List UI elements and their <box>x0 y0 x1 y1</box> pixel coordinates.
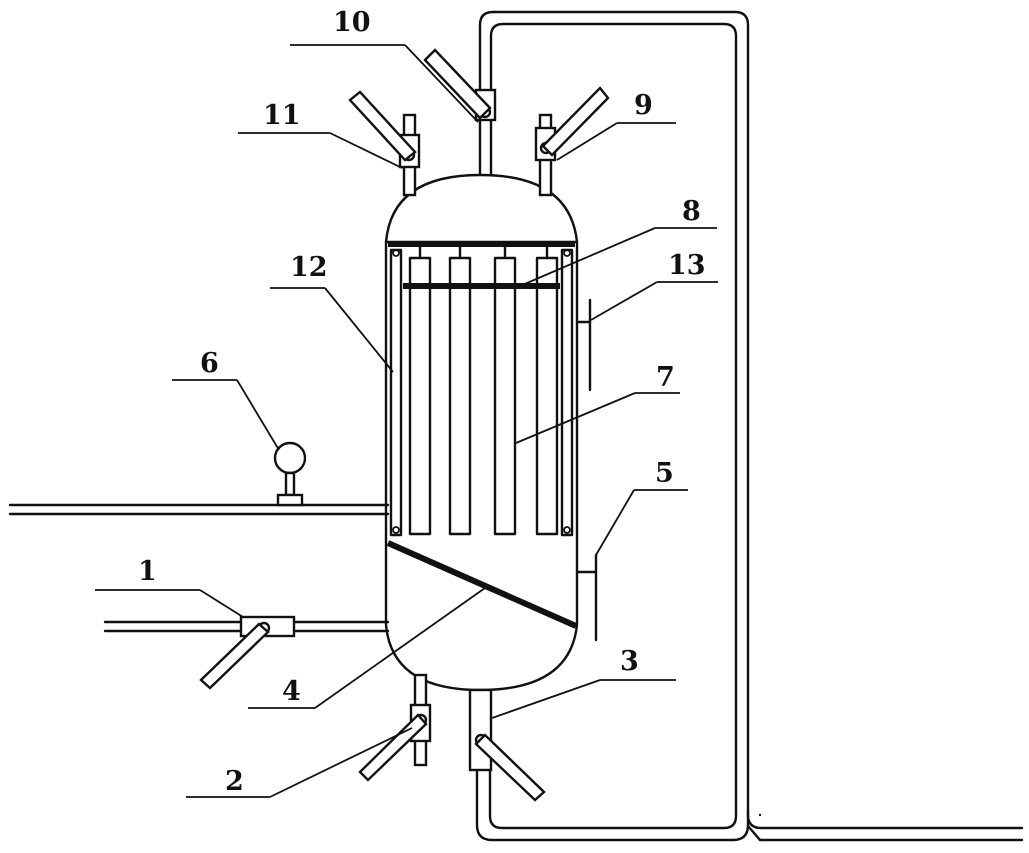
part-labels: 10 11 9 8 12 13 7 6 5 1 3 4 2 <box>138 7 706 797</box>
label-10: 10 <box>333 7 371 38</box>
valve-3 <box>468 688 546 802</box>
label-13: 13 <box>668 250 706 281</box>
pressure-gauge <box>273 441 307 507</box>
valve-1 <box>199 615 296 690</box>
label-12: 12 <box>290 252 328 283</box>
valve-9 <box>534 86 610 197</box>
valve-11 <box>348 90 421 197</box>
label-5: 5 <box>655 458 674 489</box>
label-1: 1 <box>138 556 157 587</box>
label-6: 6 <box>200 348 219 379</box>
outlet-nozzle-5 <box>575 553 598 642</box>
side-support-rods <box>389 248 574 537</box>
reaction-tubes <box>408 242 559 536</box>
label-8: 8 <box>682 196 701 227</box>
valve-2 <box>358 673 432 782</box>
label-3: 3 <box>620 646 639 677</box>
return-loop-pipe <box>475 10 1024 842</box>
level-gauge-upper <box>575 298 592 392</box>
gas-feed-pipe <box>8 503 390 516</box>
label-7: 7 <box>656 362 675 393</box>
label-4: 4 <box>282 676 301 707</box>
inclined-baffle <box>386 540 578 629</box>
label-11: 11 <box>263 100 301 131</box>
outlet-pipe-right <box>746 824 1024 842</box>
valve-10 <box>423 48 497 177</box>
label-2: 2 <box>225 766 244 797</box>
leader-lines <box>95 44 718 798</box>
label-9: 9 <box>634 90 653 121</box>
